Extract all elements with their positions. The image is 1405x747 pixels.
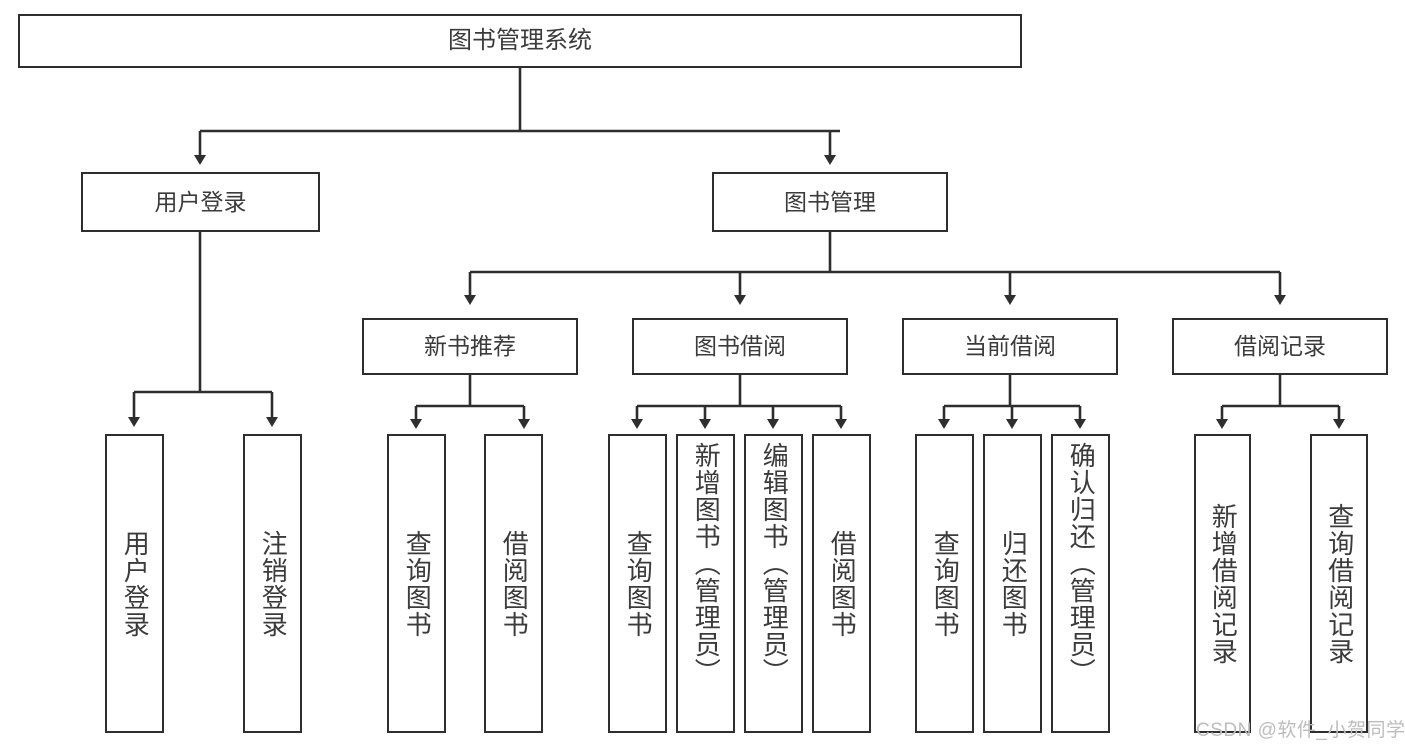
node-label: 编辑图书（管理员）	[759, 442, 790, 685]
node-new-book-recommend[interactable]: 新书推荐	[362, 318, 578, 375]
node-label: 图书借阅	[694, 333, 786, 360]
node-label: 当前借阅	[964, 333, 1056, 360]
node-label: 新增图书（管理员）	[691, 442, 722, 685]
node-label: 查询借阅记录	[1324, 502, 1355, 665]
node-label: 新书推荐	[424, 333, 516, 360]
leaf-borrow-query-book[interactable]: 查询图书	[608, 434, 667, 733]
node-borrow-record[interactable]: 借阅记录	[1172, 318, 1388, 375]
leaf-recommend-query-book[interactable]: 查询图书	[387, 434, 446, 733]
node-label: 新增借阅记录	[1208, 502, 1239, 665]
node-label: 归还图书	[998, 529, 1029, 638]
leaf-borrow-add-book[interactable]: 新增图书（管理员）	[676, 434, 735, 733]
node-label: 查询图书	[402, 529, 433, 638]
node-label: 注销登录	[258, 529, 289, 638]
leaf-current-confirm-return[interactable]: 确认归还（管理员）	[1051, 434, 1110, 733]
node-label: 借阅图书	[499, 529, 530, 638]
leaf-borrow-edit-book[interactable]: 编辑图书（管理员）	[744, 434, 803, 733]
leaf-record-add-record[interactable]: 新增借阅记录	[1194, 434, 1251, 733]
leaf-record-query-record[interactable]: 查询借阅记录	[1310, 434, 1368, 733]
node-label: 查询图书	[623, 529, 654, 638]
node-label: 确认归还（管理员）	[1066, 442, 1097, 685]
leaf-recommend-borrow-book[interactable]: 借阅图书	[484, 434, 543, 733]
leaf-user-login-signin[interactable]: 用户登录	[105, 434, 164, 733]
node-root-system[interactable]: 图书管理系统	[18, 14, 1022, 68]
node-user-login[interactable]: 用户登录	[81, 172, 320, 232]
node-label: 借阅记录	[1234, 333, 1326, 360]
node-book-management[interactable]: 图书管理	[712, 172, 948, 232]
leaf-current-return-book[interactable]: 归还图书	[983, 434, 1042, 733]
node-label: 图书管理	[784, 188, 876, 215]
leaf-user-login-signout[interactable]: 注销登录	[243, 434, 302, 733]
leaf-borrow-borrow-book[interactable]: 借阅图书	[812, 434, 871, 733]
node-current-borrow[interactable]: 当前借阅	[902, 318, 1118, 375]
leaf-current-query-book[interactable]: 查询图书	[915, 434, 974, 733]
node-label: 借阅图书	[827, 529, 858, 638]
node-label: 图书管理系统	[448, 27, 592, 54]
node-book-borrow[interactable]: 图书借阅	[632, 318, 848, 375]
node-label: 用户登录	[120, 529, 151, 638]
node-label: 用户登录	[154, 188, 247, 215]
node-label: 查询图书	[930, 529, 961, 638]
